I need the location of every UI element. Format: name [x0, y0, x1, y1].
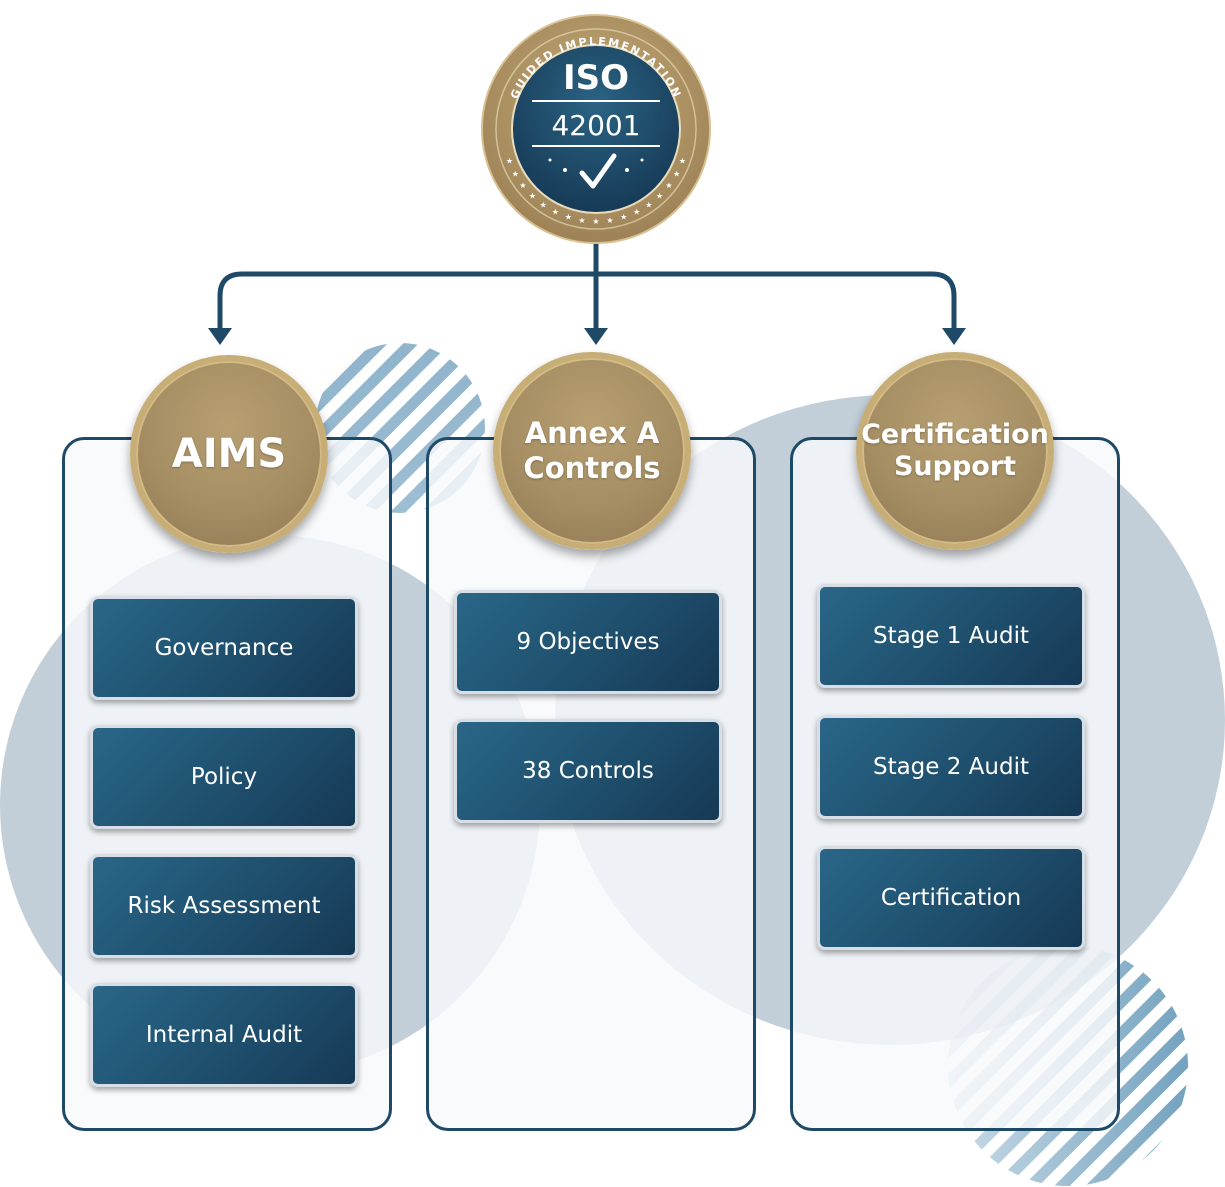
ring-star-icon: ★: [620, 213, 627, 222]
ring-star-icon: ★: [606, 216, 613, 225]
ring-star-icon: ★: [645, 200, 652, 209]
connector-arrowheads: [208, 328, 966, 345]
item-9-objectives[interactable]: 9 Objectives: [454, 590, 722, 694]
item-internal-audit[interactable]: Internal Audit: [90, 983, 358, 1087]
item-governance[interactable]: Governance: [90, 596, 358, 700]
heading-annex-a: Annex A Controls: [523, 416, 660, 486]
item-risk-assessment[interactable]: Risk Assessment: [90, 854, 358, 958]
ring-star-icon: ★: [512, 169, 519, 178]
heading-circle-aims: AIMS: [130, 355, 328, 553]
badge-title: ISO: [563, 58, 629, 98]
ring-star-icon: ★: [656, 192, 663, 201]
checkmark-icon: [579, 153, 617, 189]
heading-cert-line1: Certification: [861, 418, 1049, 450]
heading-aims: AIMS: [171, 431, 287, 477]
item-stage-1-audit[interactable]: Stage 1 Audit: [817, 584, 1085, 688]
badge-number: 42001: [551, 109, 640, 142]
heading-circle-certification-support: Certification Support: [856, 352, 1054, 550]
connector-lines: [217, 238, 957, 330]
ring-star-icon: ★: [519, 181, 526, 190]
heading-annex-a-line1: Annex A: [524, 416, 660, 451]
heading-annex-a-line2: Controls: [523, 451, 661, 485]
heading-circle-annex-a: Annex A Controls: [493, 352, 691, 550]
iso-badge: GUIDED IMPLEMENTATION ★★★★★★★★★★★★★★★★★ …: [481, 14, 711, 244]
badge-stars: ★★★★★★★★★★★★★★★★★: [506, 157, 686, 227]
ring-star-icon: ★: [633, 208, 640, 217]
heading-cert-line2: Support: [893, 451, 1017, 482]
item-policy[interactable]: Policy: [90, 725, 358, 829]
item-stage-2-audit[interactable]: Stage 2 Audit: [817, 715, 1085, 819]
ring-star-icon: ★: [529, 192, 536, 201]
ring-star-icon: ★: [565, 213, 572, 222]
item-38-controls[interactable]: 38 Controls: [454, 719, 722, 823]
ring-star-icon: ★: [506, 157, 513, 166]
ring-star-icon: ★: [552, 208, 559, 217]
ring-star-icon: ★: [540, 200, 547, 209]
item-certification[interactable]: Certification: [817, 846, 1085, 950]
heading-certification-support: Certification Support: [861, 419, 1049, 484]
ring-star-icon: ★: [679, 157, 686, 166]
ring-star-icon: ★: [673, 169, 680, 178]
ring-star-icon: ★: [578, 216, 585, 225]
ring-star-icon: ★: [665, 181, 672, 190]
badge-small-stars: [548, 158, 644, 172]
ring-star-icon: ★: [592, 217, 599, 226]
